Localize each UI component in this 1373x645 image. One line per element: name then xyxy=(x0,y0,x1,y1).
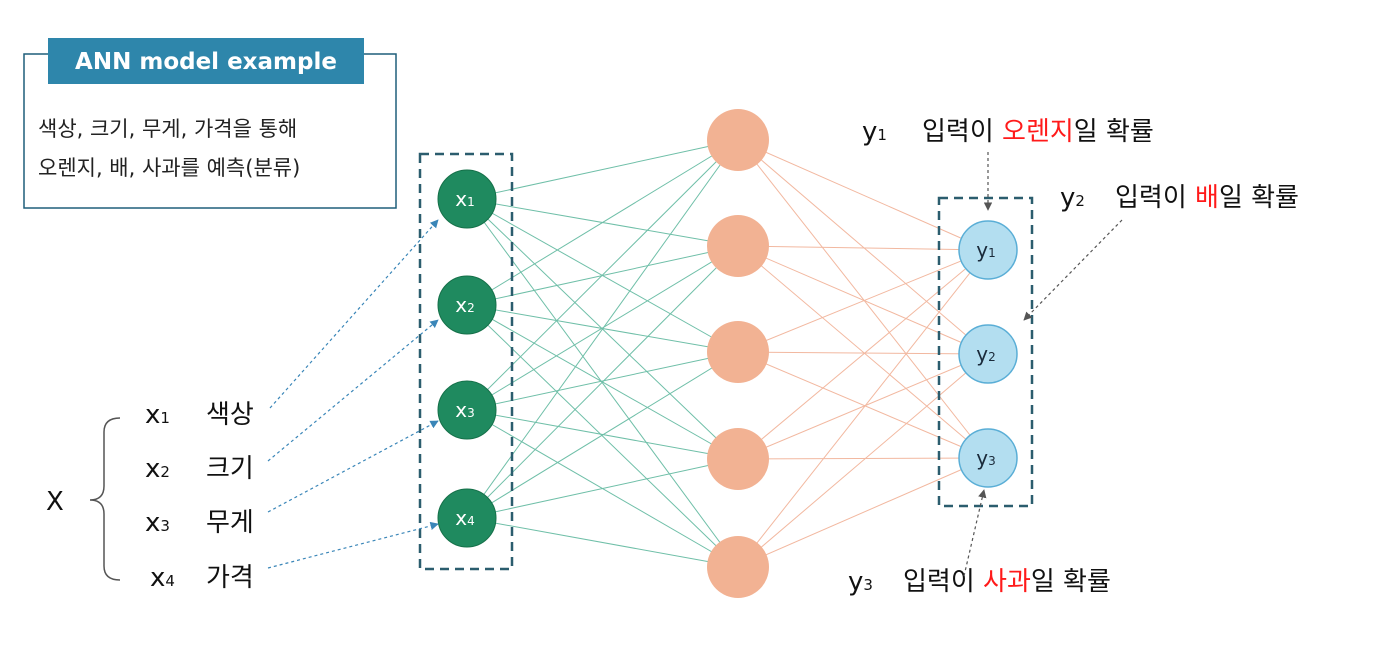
output-labels: y1 입력이 오렌지일 확률 y2 입력이 배일 확률 y3 입력이 사과일 확률 xyxy=(848,117,1299,597)
title-box-header xyxy=(48,38,364,84)
edge-x4-h5 xyxy=(466,517,739,568)
edges-input-hidden xyxy=(466,139,739,568)
feature-item-name: 크기 xyxy=(206,454,254,484)
output-node-label: y3 xyxy=(976,446,995,470)
edges-hidden-output xyxy=(737,139,989,568)
feature-item-x1: x1 xyxy=(145,400,170,430)
input-x-label: X xyxy=(46,487,64,517)
hidden-layer xyxy=(707,109,769,598)
feature-arrow-4 xyxy=(267,521,439,569)
output-node-y3: y3 xyxy=(958,428,1018,488)
input-node-label: x4 xyxy=(455,506,474,530)
input-layer: x1 x2 x3 x4 xyxy=(437,169,497,548)
output-label-var: y3 xyxy=(848,567,873,597)
input-node-label: x3 xyxy=(455,398,474,422)
edge-h2-y3 xyxy=(737,245,989,459)
feature-arrow-2 xyxy=(267,319,439,462)
feature-arrows xyxy=(267,219,439,569)
edge-h4-y1 xyxy=(737,249,989,460)
output-node-label: y1 xyxy=(976,238,995,262)
input-node-x4: x4 xyxy=(437,488,497,548)
feature-arrow-1 xyxy=(269,219,439,409)
input-node-circle xyxy=(437,169,497,229)
edge-x1-h1 xyxy=(466,139,739,200)
output-node-y2: y2 xyxy=(958,324,1018,384)
input-node-circle xyxy=(437,488,497,548)
edge-h5-y3 xyxy=(737,457,989,568)
output-node-circle xyxy=(958,324,1018,384)
input-layer-dashed-box xyxy=(418,152,514,571)
title-box-desc-line2: 오렌지, 배, 사과를 예측(분류) xyxy=(38,156,300,180)
edge-h2-y1 xyxy=(737,245,989,251)
input-node-circle xyxy=(437,275,497,335)
output-label-text: 입력이 배일 확률 xyxy=(1115,183,1299,213)
edge-h5-y1 xyxy=(737,249,989,568)
input-node-circle xyxy=(437,380,497,440)
hidden-node-1 xyxy=(707,109,769,171)
output-layer-dashed-box xyxy=(937,196,1034,508)
edge-h4-y3 xyxy=(737,457,989,460)
output-label-var: y1 xyxy=(862,117,887,147)
edge-x4-h2 xyxy=(466,245,739,519)
feature-item-name: 색상 xyxy=(206,400,254,430)
output-arrow-3 xyxy=(963,489,987,577)
output-node-y1: y1 xyxy=(958,220,1018,280)
output-layer: y1 y2 y3 xyxy=(958,220,1018,488)
edge-h3-y1 xyxy=(737,249,989,353)
feature-arrow-3 xyxy=(267,420,439,513)
output-arrow-2 xyxy=(1023,219,1123,321)
edge-h1-y2 xyxy=(737,139,989,355)
output-node-circle xyxy=(958,428,1018,488)
output-label-y3: y3 입력이 사과일 확률 xyxy=(848,567,1111,597)
input-node-x2: x2 xyxy=(437,275,497,335)
edge-h5-y2 xyxy=(737,353,989,568)
hidden-node-3 xyxy=(707,321,769,383)
edge-h3-y3 xyxy=(737,351,989,459)
hidden-node-2 xyxy=(707,215,769,277)
feature-item-name: 가격 xyxy=(206,563,254,593)
edge-x3-h3 xyxy=(466,351,739,411)
hidden-node-5 xyxy=(707,536,769,598)
output-label-text: 입력이 사과일 확률 xyxy=(903,567,1111,597)
title-box: ANN model example 색상, 크기, 무게, 가격을 통해 오렌지… xyxy=(23,38,397,209)
feature-item-name: 무게 xyxy=(206,508,254,538)
output-arrows xyxy=(963,152,1123,577)
output-label-y1: y1 입력이 오렌지일 확률 xyxy=(862,117,1154,147)
edge-x4-h3 xyxy=(466,351,739,519)
output-label-var: y2 xyxy=(1060,183,1085,213)
input-node-label: x1 xyxy=(455,187,474,211)
feature-item-x4: x4 xyxy=(150,563,175,593)
edge-h4-y2 xyxy=(737,353,989,460)
title-box-desc-line1: 색상, 크기, 무게, 가격을 통해 xyxy=(38,117,297,141)
hidden-node-4 xyxy=(707,428,769,490)
input-node-x1: x1 xyxy=(437,169,497,229)
edge-h3-y2 xyxy=(737,351,989,355)
edge-h2-y2 xyxy=(737,245,989,355)
output-label-y2: y2 입력이 배일 확률 xyxy=(1060,183,1299,213)
edge-x1-h5 xyxy=(466,198,739,568)
output-node-label: y2 xyxy=(976,342,995,366)
feature-item-x3: x3 xyxy=(145,508,170,538)
edge-x4-h4 xyxy=(466,458,739,519)
input-node-x3: x3 xyxy=(437,380,497,440)
feature-item-x2: x2 xyxy=(145,454,170,484)
input-node-label: x2 xyxy=(455,293,474,317)
output-label-text: 입력이 오렌지일 확률 xyxy=(922,117,1154,147)
input-feature-list: X x1 색상 x2 크기 x3 무게 x4 가격 xyxy=(46,400,254,593)
edge-h1-y1 xyxy=(737,139,989,251)
output-node-circle xyxy=(958,220,1018,280)
title-box-title: ANN model example xyxy=(75,49,337,75)
input-brace xyxy=(89,417,121,581)
edge-x3-h1 xyxy=(466,139,739,411)
edge-h1-y3 xyxy=(737,139,989,459)
